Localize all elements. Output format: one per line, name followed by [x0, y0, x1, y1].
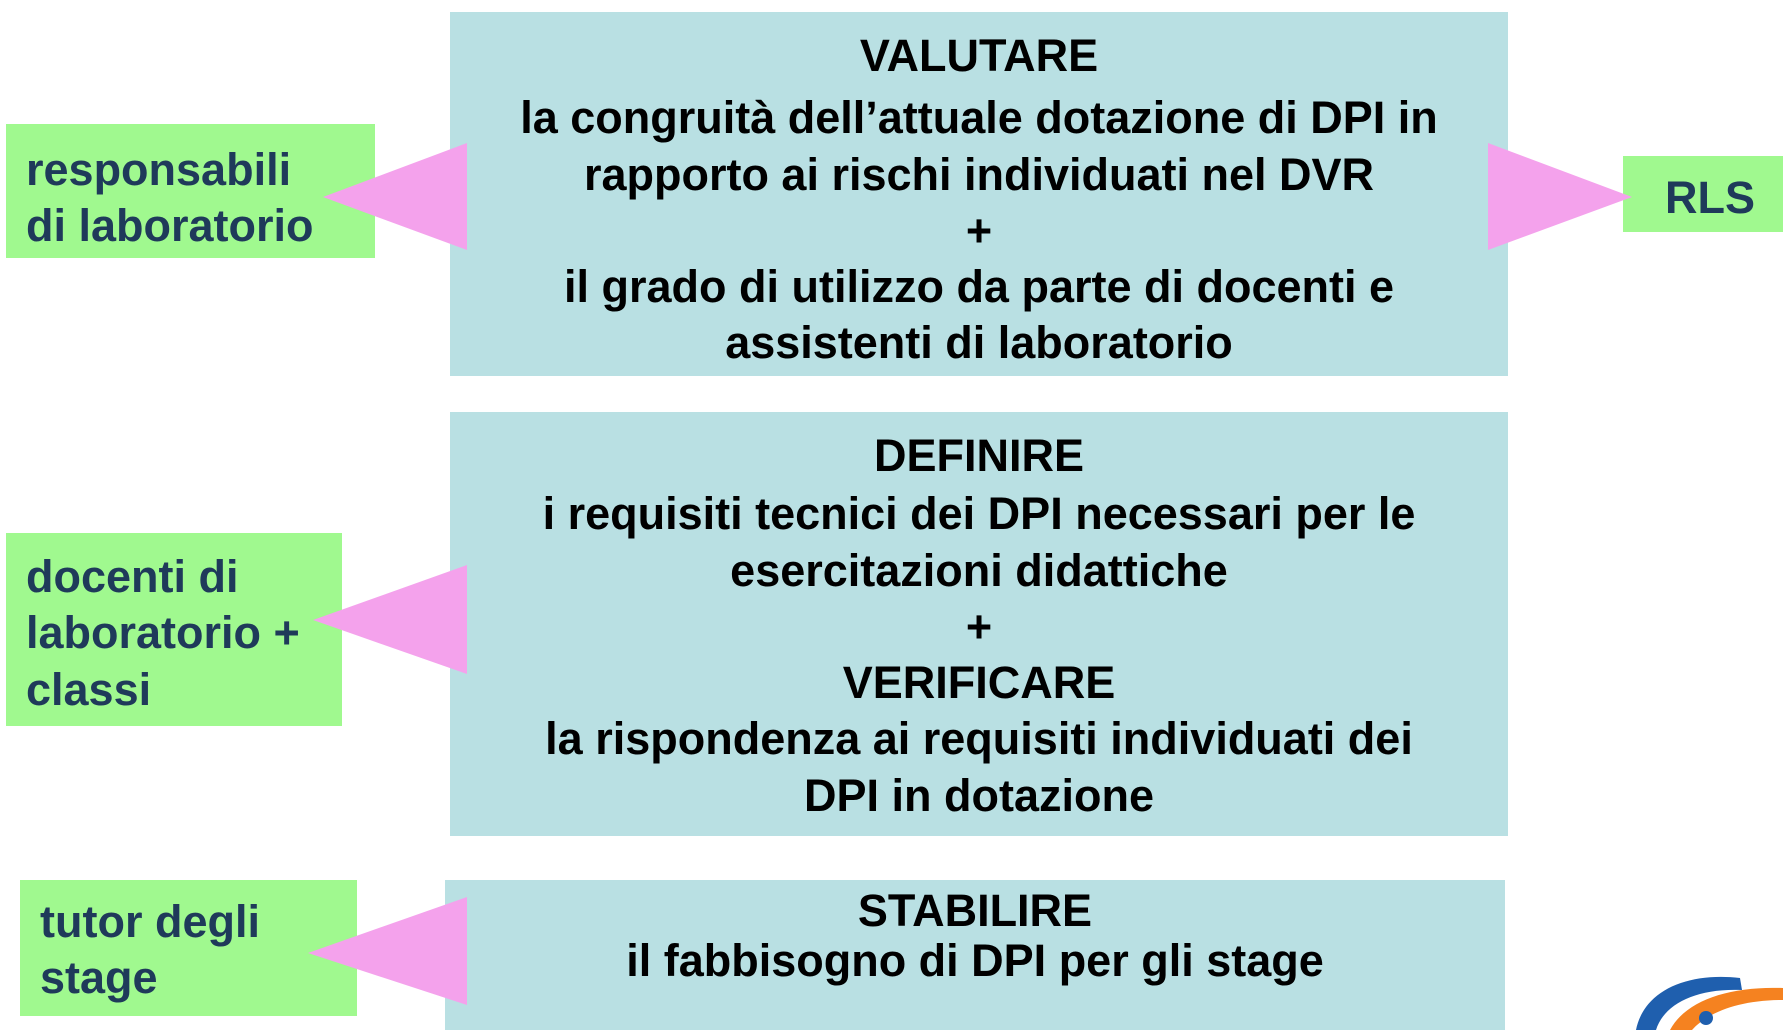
arrow-to-rls	[1488, 143, 1632, 250]
actor-label-line: docenti di	[26, 551, 239, 602]
task-text-line: esercitazioni didattiche	[730, 544, 1228, 596]
actor-label-line: classi	[26, 663, 152, 715]
task-text-line: la congruità dell’attuale dotazione di D…	[520, 92, 1438, 144]
actor-label-line: responsabili	[26, 144, 292, 195]
actor-label-line: RLS	[1665, 172, 1755, 223]
task-heading: DEFINIRE	[873, 430, 1084, 481]
actor-box-responsabili-di-laboratorio: responsabili di laboratorio	[6, 124, 375, 258]
actor-label-line: tutor degli	[40, 896, 260, 947]
actor-label-line: di laboratorio	[26, 200, 314, 252]
actor-label-line: stage	[40, 952, 158, 1004]
actor-box-rls: RLS	[1623, 156, 1783, 232]
actor-box-tutor-degli-stage: tutor degli stage	[20, 880, 357, 1016]
task-box-definire: DEFINIRE i requisiti tecnici dei DPI nec…	[450, 412, 1508, 836]
task-box-stabilire: STABILIRE il fabbisogno di DPI per gli s…	[445, 880, 1505, 1030]
task-heading: VALUTARE	[859, 30, 1099, 81]
eye-logo-icon	[1636, 976, 1783, 1030]
task-text-line: il fabbisogno di DPI per gli stage	[626, 935, 1324, 987]
task-heading-verificare: VERIFICARE	[842, 657, 1116, 708]
logo-arc-blue	[1636, 976, 1742, 1030]
task-text-line: DPI in dotazione	[803, 769, 1154, 821]
task-text-line: i requisiti tecnici dei DPI necessari pe…	[542, 488, 1416, 540]
actor-box-docenti-di-laboratorio-classi: docenti di laboratorio + classi	[6, 533, 342, 726]
actor-label-line: laboratorio +	[26, 607, 300, 659]
task-text-line: assistenti di laboratorio	[725, 317, 1233, 369]
task-text-line: la rispondenza ai requisiti individuati …	[545, 713, 1413, 765]
task-box-valutare: VALUTARE la congruità dell’attuale dotaz…	[450, 12, 1508, 376]
task-plus-sign: +	[965, 204, 993, 256]
logo-arc-orange	[1670, 987, 1783, 1030]
task-text-line: rapporto ai rischi individuati nel DVR	[583, 148, 1375, 200]
task-plus-sign: +	[965, 600, 993, 652]
task-heading: STABILIRE	[857, 885, 1093, 936]
task-text-line: il grado di utilizzo da parte di docenti…	[563, 261, 1395, 312]
logo-pupil-dot	[1699, 1011, 1713, 1025]
